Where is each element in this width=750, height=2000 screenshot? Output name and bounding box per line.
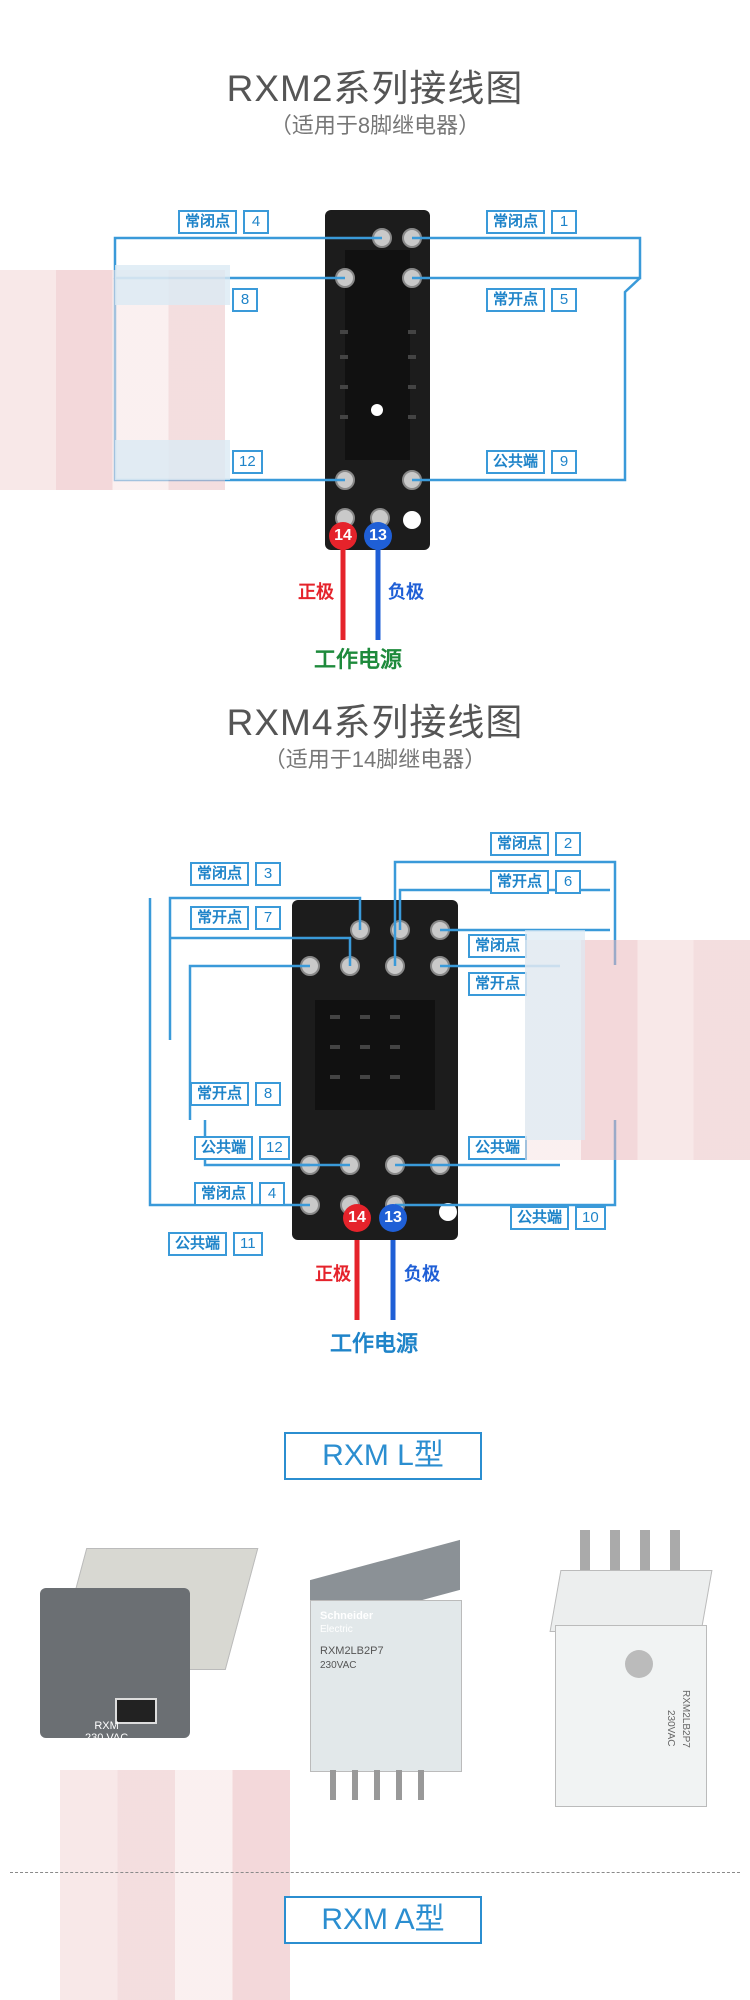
tag-label: 常闭点 xyxy=(178,210,238,234)
rxm2-tag-12: 12 xyxy=(232,450,263,474)
relay-2-voltage: 230VAC xyxy=(320,1660,357,1671)
relay-3-model: RXM2LB2P7 xyxy=(680,1690,691,1748)
rxm2-tag-8: 8 xyxy=(232,288,258,312)
rxm-l-type-heading: RXM L型 xyxy=(284,1432,482,1480)
tag-label: 常开点 xyxy=(490,870,550,894)
tag-number: 5 xyxy=(551,288,578,312)
tag-number: 3 xyxy=(255,862,282,886)
rxm4-power-label: 工作电源 xyxy=(330,1331,419,1356)
marking-line: RXM xyxy=(94,1720,119,1732)
tag-label: 常闭点 xyxy=(490,832,550,856)
rxm2-terminal-14: 14 xyxy=(329,522,357,550)
tag-label: 公共端 xyxy=(468,1136,528,1160)
product-relay-2: Schneider Electric RXM2LB2P7 230VAC xyxy=(300,1539,470,1810)
redacted-region xyxy=(60,1770,290,2000)
rxm4-terminal-14: 14 xyxy=(343,1204,371,1232)
rxm2-tag-9: 公共端 9 xyxy=(486,450,578,474)
relay-2-model: RXM2LB2P7 xyxy=(320,1645,384,1657)
rxm4-tag-1: 常闭点 xyxy=(468,934,528,958)
tag-number: 1 xyxy=(551,210,578,234)
tag-number: 6 xyxy=(555,870,582,894)
rxm4-title: RXM4系列接线图 xyxy=(226,702,524,743)
tag-label: 常闭点 xyxy=(194,1182,254,1206)
rxm2-tag-4: 常闭点 4 xyxy=(178,210,270,234)
rxm2-subtitle: （适用于8脚继电器） xyxy=(269,113,481,138)
relay-test-button xyxy=(115,1698,157,1724)
tag-number: 9 xyxy=(551,450,578,474)
rxm4-subtitle: （适用于14脚继电器） xyxy=(263,747,487,772)
redacted-region xyxy=(525,930,585,1140)
rxm4-terminal-13: 13 xyxy=(379,1204,407,1232)
tag-label: 常开点 xyxy=(468,972,528,996)
tag-number: 4 xyxy=(259,1182,286,1206)
rxm4-tag-3: 常闭点 3 xyxy=(190,862,282,886)
relay-2-brand: Schneider xyxy=(320,1610,374,1622)
rxm4-tag-10: 公共端 10 xyxy=(510,1206,606,1230)
rxm2-positive-label: 正极 xyxy=(298,582,334,602)
relay-indicator xyxy=(625,1650,653,1678)
relay-2-brand-sub: Electric xyxy=(320,1624,353,1635)
rxm4-negative-label: 负极 xyxy=(404,1264,440,1284)
redacted-region xyxy=(115,440,230,480)
tag-number: 2 xyxy=(555,832,582,856)
tag-number: 7 xyxy=(255,906,282,930)
marking-line: Schneider xyxy=(80,1744,134,1756)
tag-number: 8 xyxy=(255,1082,282,1106)
marking-line: Electric xyxy=(88,1756,125,1768)
rxm4-tag-2: 常闭点 2 xyxy=(490,832,582,856)
tag-label: 公共端 xyxy=(168,1232,228,1256)
tag-number: 12 xyxy=(259,1136,290,1160)
tag-number: 4 xyxy=(243,210,270,234)
tag-label: 常闭点 xyxy=(486,210,546,234)
tag-number: 11 xyxy=(233,1232,263,1256)
tag-label: 常闭点 xyxy=(190,862,250,886)
tag-number: 12 xyxy=(232,450,263,474)
rxm4-tag-9: 公共端 xyxy=(468,1136,528,1160)
rxm-a-type-heading: RXM A型 xyxy=(284,1896,482,1944)
tag-label: 常闭点 xyxy=(468,934,528,958)
relay-1-markings: RXM 230 VAC Schneider Electric xyxy=(80,1720,133,1768)
product-relay-1: RXM 230 VAC Schneider Electric xyxy=(30,1548,259,1778)
rxm4-tag-8: 常开点 8 xyxy=(190,1082,282,1106)
tag-label: 公共端 xyxy=(510,1206,570,1230)
marking-line: 230 VAC xyxy=(84,1732,129,1744)
tag-number: 8 xyxy=(232,288,258,312)
rxm2-tag-5: 常开点 5 xyxy=(486,288,578,312)
relay-top-face xyxy=(549,1570,713,1632)
tag-label: 常开点 xyxy=(486,288,546,312)
redacted-region xyxy=(115,265,230,305)
relay-3-voltage: 230VAC xyxy=(665,1710,676,1747)
rxm2-terminal-13: 13 xyxy=(364,522,392,550)
tag-label: 常开点 xyxy=(190,906,250,930)
rxm4-tag-6: 常开点 6 xyxy=(490,870,582,894)
rxm2-tag-1: 常闭点 1 xyxy=(486,210,578,234)
tag-label: 公共端 xyxy=(486,450,546,474)
rxm2-power-label: 工作电源 xyxy=(314,647,403,672)
section-divider xyxy=(10,1872,740,1873)
rxm4-positive-label: 正极 xyxy=(315,1264,351,1284)
rxm2-title: RXM2系列接线图 xyxy=(226,68,524,109)
rxm4-tag-11: 公共端 11 xyxy=(168,1232,263,1256)
rxm2-negative-label: 负极 xyxy=(388,582,424,602)
product-relay-3: RXM2LB2P7 230VAC xyxy=(545,1530,715,1810)
rxm4-tag-5: 常开点 xyxy=(468,972,528,996)
rxm4-tag-7: 常开点 7 xyxy=(190,906,282,930)
relay-clear-case xyxy=(310,1600,462,1772)
relay-pins xyxy=(330,1770,440,1800)
rxm4-tag-4: 常闭点 4 xyxy=(194,1182,286,1206)
rxm4-tag-12: 公共端 12 xyxy=(194,1136,290,1160)
tag-label: 公共端 xyxy=(194,1136,254,1160)
tag-number: 10 xyxy=(575,1206,606,1230)
rxm4-wiring-diagram xyxy=(148,860,617,1320)
tag-label: 常开点 xyxy=(190,1082,250,1106)
